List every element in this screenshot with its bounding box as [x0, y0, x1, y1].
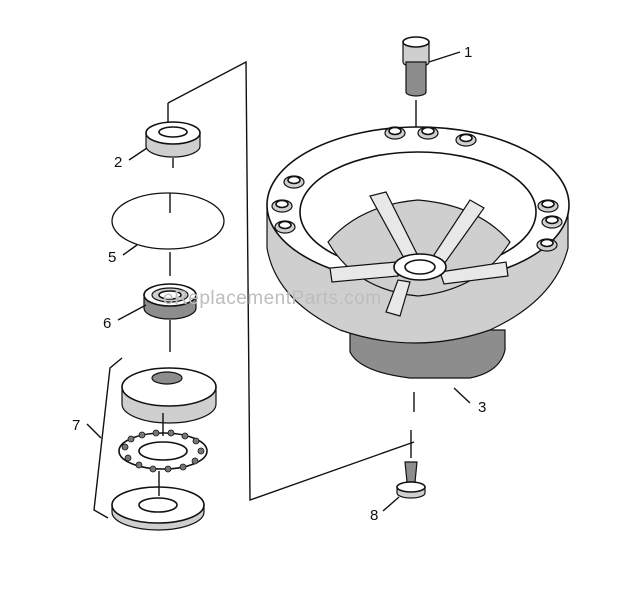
- callout-2: 2: [114, 154, 122, 171]
- part-8-screw: [396, 461, 426, 499]
- leader-lines: [86, 51, 471, 512]
- part-6-bearing: [143, 283, 197, 320]
- part-3-housing: [266, 126, 570, 379]
- callout-1: 1: [464, 44, 472, 61]
- callout-8: 8: [370, 507, 378, 524]
- callout-5: 5: [108, 249, 116, 266]
- callout-6: 6: [103, 315, 111, 332]
- part-1-bolt: [402, 36, 430, 97]
- callout-7: 7: [72, 417, 80, 434]
- watermark-text: eReplacementParts.com: [163, 288, 382, 309]
- callout-3: 3: [478, 399, 486, 416]
- part-5-o-ring: [111, 192, 225, 250]
- part-2-seal: [145, 121, 201, 158]
- part-7-thrust-washer-set: [93, 357, 217, 531]
- assembly-bracket: [167, 60, 415, 501]
